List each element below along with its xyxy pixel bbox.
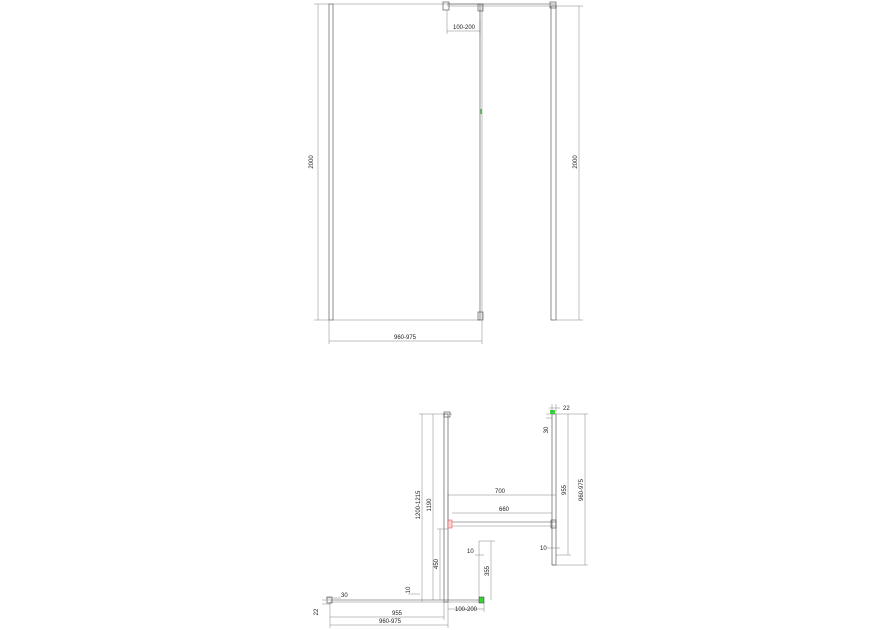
plan-dim-22-top: 22 [563,406,570,412]
plan-dim-30-left: 30 [341,593,348,599]
plan-dim-100-200-bottom: 100-200 [455,607,478,613]
plan-dim-1200-1215: 1200-1215 [416,490,422,519]
green-marker [480,109,482,114]
plan-dim-355: 355 [485,565,491,576]
right-return-panel [550,5,557,321]
plan-return-top-marker [550,410,555,414]
front-elevation: 2000 2000 100-200 960-975 [309,1,583,344]
top-clamp [477,3,484,12]
plan-top-bracket [443,411,451,418]
bottom-clamp [477,311,484,321]
dim-label-right-height: 2000 [573,155,579,169]
plan-dim-450: 450 [434,558,440,569]
dim-label-bottom-width: 960-975 [394,335,417,341]
plan-dim-10-bottom: 10 [406,586,412,593]
plan-bottom-right-clamp [478,596,485,604]
plan-dim-22-left: 22 [314,608,320,615]
plan-dim-955-bottom: 955 [392,611,403,617]
plan-dim-660: 660 [499,507,510,513]
plan-view: 22 30 955 960-975 1200-1215 1190 700 660… [314,404,588,628]
plan-main-wall [443,413,449,603]
plan-return-panel [551,413,557,566]
dim-label-left-height: 2000 [309,155,315,169]
plan-dim-960-975-right: 960-975 [579,478,585,501]
dim-label-top-adjust: 100-200 [453,25,476,31]
plan-dim-700: 700 [495,489,506,495]
plan-dim-10-mid: 10 [467,549,474,555]
plan-dim-10-right: 10 [540,546,547,552]
plan-dim-1190: 1190 [427,498,433,512]
plan-dim-960-975-bottom: 960-975 [379,619,402,625]
left-panel-profile [328,3,334,321]
plan-stabilizer-wall-end [447,519,453,529]
stabilizer-end [549,1,557,9]
plan-dim-955-right: 955 [562,484,568,495]
wall-bracket-top [442,1,450,11]
plan-dim-30-top: 30 [544,426,550,433]
